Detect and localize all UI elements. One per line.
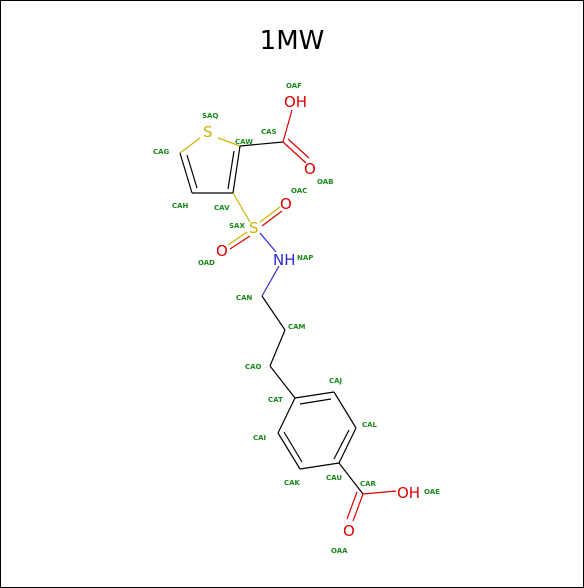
- label-cas: CAS: [261, 128, 277, 136]
- bond-caw-cav: [232, 145, 241, 194]
- bond-sax-nh: [259, 232, 277, 253]
- bond-caw-cav-double: [227, 150, 235, 190]
- bond-sax-o-upper-double: [261, 210, 283, 227]
- label-oae: OAE: [424, 488, 440, 496]
- bond-can-cam: [261, 295, 286, 331]
- bond-car-o-double: [346, 491, 358, 520]
- label-saq: SAQ: [202, 112, 218, 120]
- bond-sax-o-lower-double: [229, 235, 251, 250]
- bond-cat-caj: [294, 391, 335, 399]
- bond-cav-sax: [232, 192, 251, 223]
- molecule-title: 1MW: [259, 26, 325, 56]
- label-oac: OAC: [291, 187, 307, 195]
- bond-cah-cag-double: [186, 154, 198, 189]
- label-cat: CAT: [268, 396, 283, 404]
- bond-cas-o: [282, 141, 307, 164]
- atom-nh: NH: [273, 251, 296, 269]
- label-nap: NAP: [297, 254, 313, 262]
- bond-cal-cau-double: [333, 429, 350, 460]
- bond-car-oh: [362, 490, 397, 495]
- bond-caw-cas: [239, 141, 284, 147]
- atom-oh-top: OH: [284, 93, 307, 111]
- label-cag: CAG: [153, 148, 170, 156]
- label-car: CAR: [360, 480, 377, 488]
- atom-s-ring: S: [203, 123, 213, 141]
- label-cai: CAI: [253, 434, 266, 442]
- bond-cal-cau: [338, 427, 357, 464]
- label-oad: OAD: [198, 259, 215, 267]
- label-cal: CAL: [362, 421, 378, 429]
- label-cak: CAK: [284, 479, 301, 487]
- bond-cas-o-double: [287, 138, 310, 159]
- label-cau: CAU: [326, 474, 342, 482]
- bond-cai-cat: [277, 397, 296, 434]
- atom-o-carbonyl-bottom: O: [343, 522, 355, 540]
- atom-o-sulfonyl-upper: O: [280, 195, 292, 213]
- label-cah: CAH: [172, 202, 189, 210]
- label-can: CAN: [236, 294, 253, 302]
- bond-nh-can: [261, 265, 280, 297]
- atom-oh-bottom: OH: [397, 484, 420, 502]
- bond-sax-o-lower: [227, 231, 248, 246]
- bond-s-caw: [217, 137, 241, 147]
- bond-caj-cal: [333, 391, 357, 429]
- bond-cam-cao: [269, 329, 286, 367]
- label-oaf: OAF: [286, 82, 302, 90]
- bond-cau-cak: [299, 462, 340, 470]
- bond-cas-oh: [282, 109, 293, 143]
- label-caw: CAW: [235, 138, 253, 146]
- bond-cak-cai-double: [283, 431, 303, 463]
- atom-o-carbonyl-top: O: [304, 160, 316, 178]
- label-cao: CAO: [245, 363, 262, 371]
- atom-o-sulfonyl-lower: O: [216, 242, 228, 260]
- bond-cao-cat: [269, 365, 296, 399]
- bond-cat-caj-double: [299, 398, 332, 405]
- bond-car-o: [352, 493, 364, 522]
- label-caj: CAJ: [329, 377, 342, 385]
- label-oaa: OAA: [331, 547, 348, 555]
- bond-s-cag: [179, 137, 201, 154]
- label-cam: CAM: [288, 323, 306, 331]
- bond-cau-car: [338, 462, 364, 495]
- label-sax: SAX: [229, 222, 245, 230]
- label-cav: CAV: [214, 204, 230, 212]
- atom-s-sulfonyl: S: [249, 219, 259, 237]
- bond-sax-o-upper: [259, 206, 281, 223]
- label-oab: OAB: [317, 178, 334, 186]
- bond-cak-cai: [277, 432, 301, 470]
- bond-cah-cag: [179, 152, 193, 194]
